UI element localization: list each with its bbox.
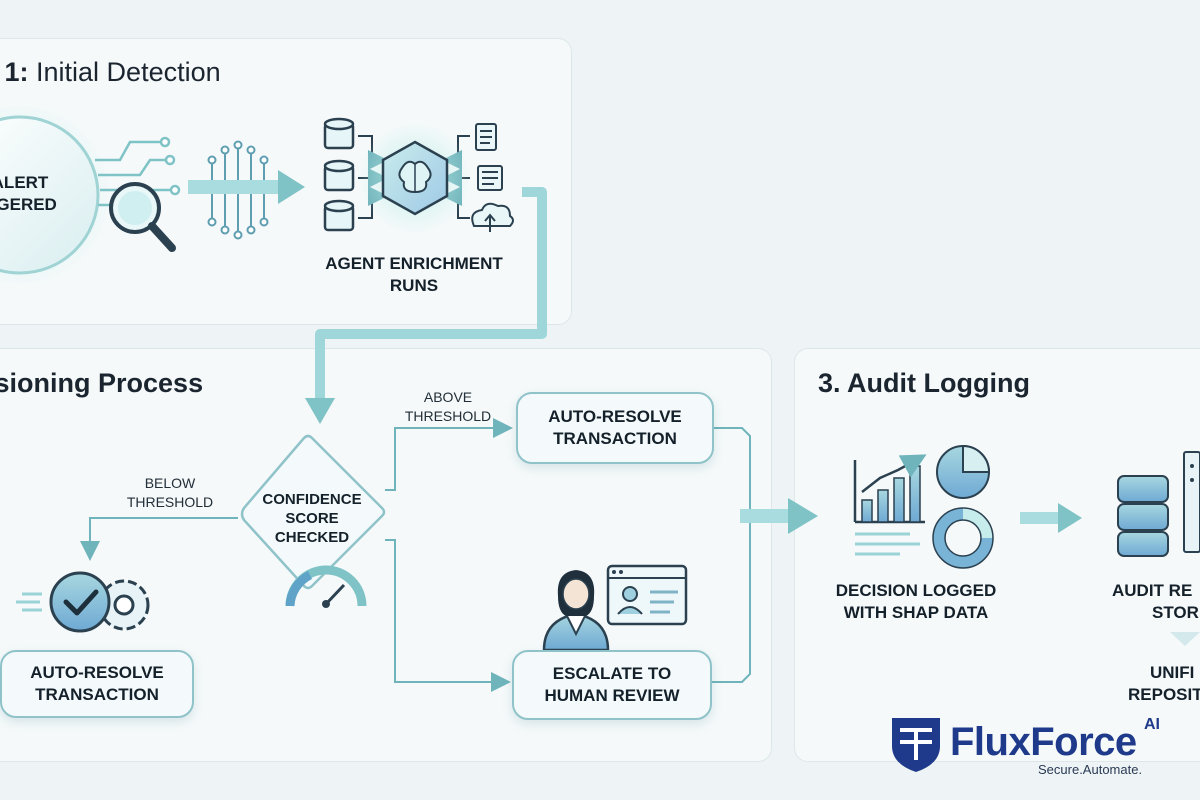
check-gear-icon	[16, 571, 150, 633]
section-title-initial-detection: on 1: Initial Detection	[0, 57, 221, 87]
donut-chart-icon	[932, 507, 994, 569]
flow-arrow-enrichment-to-confidence	[315, 187, 547, 404]
pie-chart-icon	[936, 444, 991, 499]
profile-card-icon	[606, 564, 688, 626]
brand-name: FluxForce	[950, 720, 1137, 764]
magnifier-icon	[109, 182, 176, 252]
flow-arrow-above-threshold	[385, 418, 513, 491]
flow-arrow-escalate-to-audit	[712, 520, 751, 683]
alert-triggered-label: ALERTGGERED	[0, 173, 57, 214]
section-title-decisioning: cisioning Process	[0, 368, 204, 398]
circuit-icon	[95, 136, 181, 207]
bar-chart-icon	[853, 454, 927, 556]
flow-arrow-to-audit-section	[740, 498, 818, 534]
fluxforce-brand: FluxForce AI Secure.Automate.	[888, 714, 1188, 784]
flow-arrow-alert-to-enrichment	[188, 170, 305, 204]
flow-arrow-below-threshold	[80, 517, 238, 561]
brand-ai-suffix: AI	[1144, 716, 1160, 733]
cloud-upload-icon	[471, 202, 514, 232]
server-stack-icon	[1117, 451, 1200, 557]
flow-arrow-to-escalate	[385, 539, 511, 692]
alert-node	[0, 103, 112, 287]
shield-logo-icon	[892, 718, 940, 772]
brand-tagline: Secure.Automate.	[1038, 762, 1143, 777]
database-icon	[323, 117, 355, 232]
section-title-audit-logging: 3. Audit Logging	[818, 368, 1030, 398]
brain-chip-icon	[359, 122, 471, 234]
flow-arrow-decision-to-audit-store	[1020, 503, 1082, 533]
arrowhead-to-confidence	[305, 398, 335, 424]
agent-person-icon	[542, 570, 610, 652]
flow-arrow-auto-resolve-to-audit	[712, 427, 772, 513]
document-icon	[475, 123, 503, 191]
gauge-icon	[285, 565, 367, 608]
arrowhead-to-repository	[1170, 632, 1200, 646]
confidence-decision-node	[240, 434, 386, 590]
